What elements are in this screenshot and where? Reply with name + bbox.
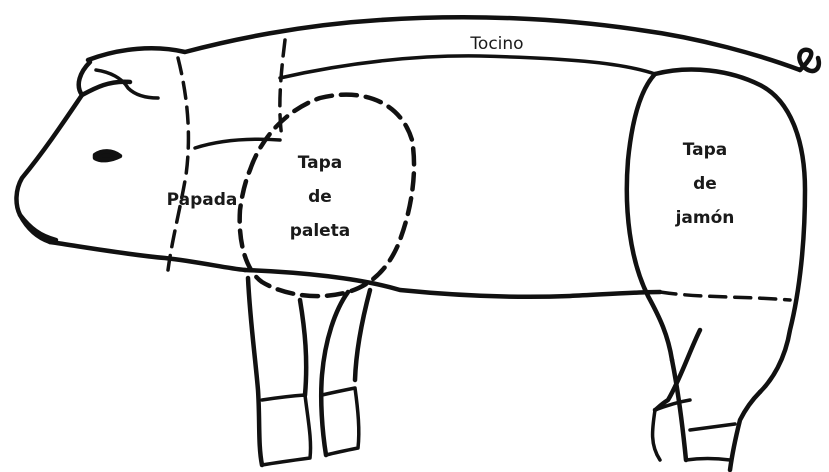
front-leg-right-outer [321, 292, 348, 455]
label-tocino: Tocino [469, 34, 523, 54]
front-hoof-left [262, 395, 311, 465]
hind-leg-inner [730, 392, 760, 470]
pig-ear [79, 62, 130, 95]
front-leg-left-outer [248, 278, 262, 465]
pig-jaw [50, 242, 245, 270]
hind-hoof-right [686, 424, 735, 460]
pig-tail [799, 50, 819, 71]
pig-belly [245, 270, 660, 297]
front-leg-right-inner [355, 290, 370, 380]
ham-outline [655, 70, 805, 392]
label-papada: Papada [167, 190, 238, 210]
ham-belly-cut [660, 292, 790, 300]
label-tapa-paleta-1: Tapa [298, 153, 343, 173]
front-leg-left-inner [300, 300, 306, 395]
label-tapa-jamon-3: jamón [675, 208, 735, 228]
label-tapa-jamon-2: de [693, 174, 717, 194]
label-tapa-paleta-3: paleta [290, 221, 351, 241]
pig-eye [95, 151, 120, 160]
pig-back-outline [88, 17, 800, 70]
tocino-lower-edge [280, 56, 655, 78]
label-tapa-jamon-1: Tapa [683, 140, 728, 160]
front-hoof-right [322, 388, 359, 455]
label-tapa-paleta-2: de [308, 187, 332, 207]
ham-inner-curve [627, 74, 672, 360]
neck-cut-left [168, 58, 188, 270]
